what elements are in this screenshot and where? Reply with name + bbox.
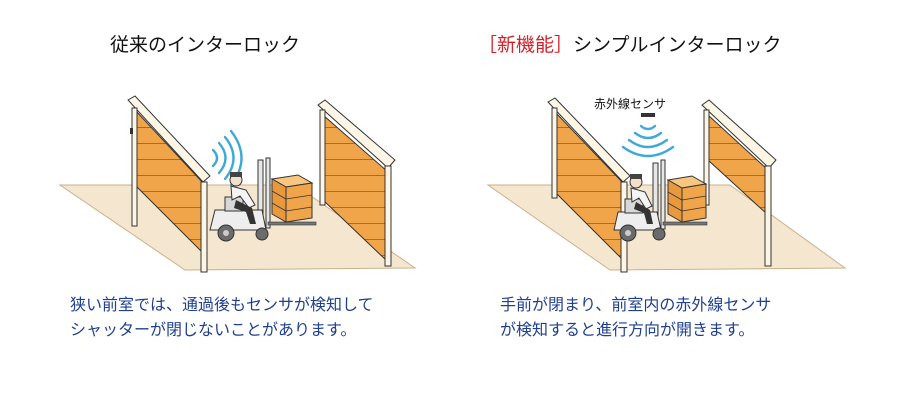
left-shutter [127,95,211,273]
infrared-sensor-label: 赤外線センサ [594,97,667,111]
floor [486,184,847,271]
simple-interlock-title-text: シンプルインターロック [573,34,782,56]
infrared-signal-icon [621,124,675,158]
conventional-interlock-caption: 狭い前室では、通過後もセンサが検知して シャッターが閉じないことがあります。 [70,292,374,342]
new-feature-tag: ［新機能］ [478,34,574,56]
caption-line: が検知すると進行方向が開きます。 [500,320,755,339]
caption-line: シャッターが閉じないことがあります。 [70,320,357,339]
simple-interlock-title: ［新機能］シンプルインターロック [478,30,781,57]
caption-line: 手前が閉まり、前室内の赤外線センサ [500,295,772,314]
forklift-icon [209,157,317,242]
caption-line: 狭い前室では、通過後もセンサが検知して [70,295,374,314]
cargo-boxes [270,174,314,223]
conventional-interlock-title: 従来のインターロック [110,34,301,56]
simple-interlock-scene [486,97,847,273]
simple-interlock-caption: 手前が閉まり、前室内の赤外線センサ が検知すると進行方向が開きます。 [500,292,771,342]
forklift-icon [613,159,708,242]
right-shutter [317,99,396,267]
right-shutter-opening [701,99,777,267]
conventional-interlock-scene [58,95,417,273]
cargo-boxes [666,175,708,223]
infrared-sensor-icon [641,113,655,117]
